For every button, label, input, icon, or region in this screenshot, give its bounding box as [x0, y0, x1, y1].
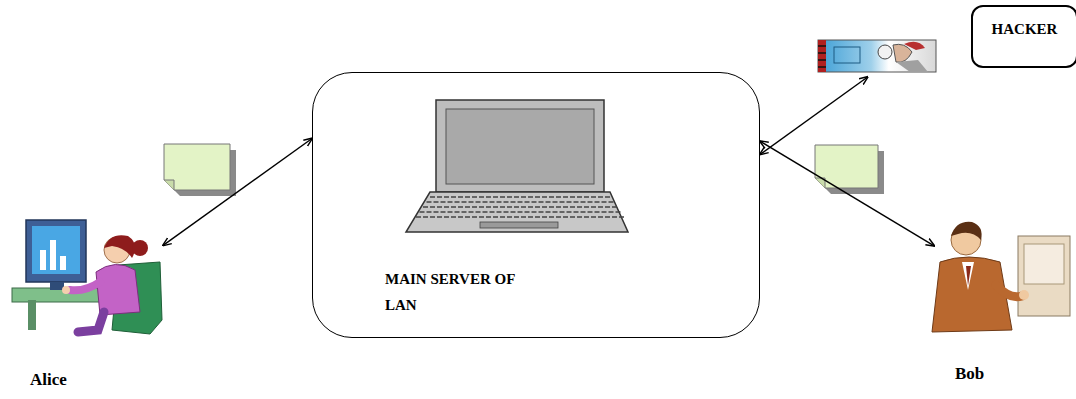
node-label: Bob	[955, 364, 1076, 384]
hacker-icon	[818, 40, 936, 72]
connector-arrow	[760, 141, 934, 246]
connector-arrow	[760, 77, 868, 154]
user-figure: Bob	[925, 215, 1076, 386]
user-figure: Alice	[5, 215, 168, 394]
bob-figure	[932, 222, 1070, 332]
message-note	[815, 145, 884, 194]
node-label: Alice	[30, 370, 168, 390]
alice-figure	[12, 220, 162, 334]
connector-arrow	[163, 139, 312, 246]
message-note	[164, 144, 236, 196]
laptop-icon	[406, 100, 628, 232]
node-label: HACKER	[971, 5, 1076, 68]
server-box: MAIN SERVER OF LAN	[312, 72, 760, 338]
hacker-node: HACKER	[815, 5, 1076, 77]
node-label: MAIN SERVER OF LAN	[385, 266, 550, 318]
